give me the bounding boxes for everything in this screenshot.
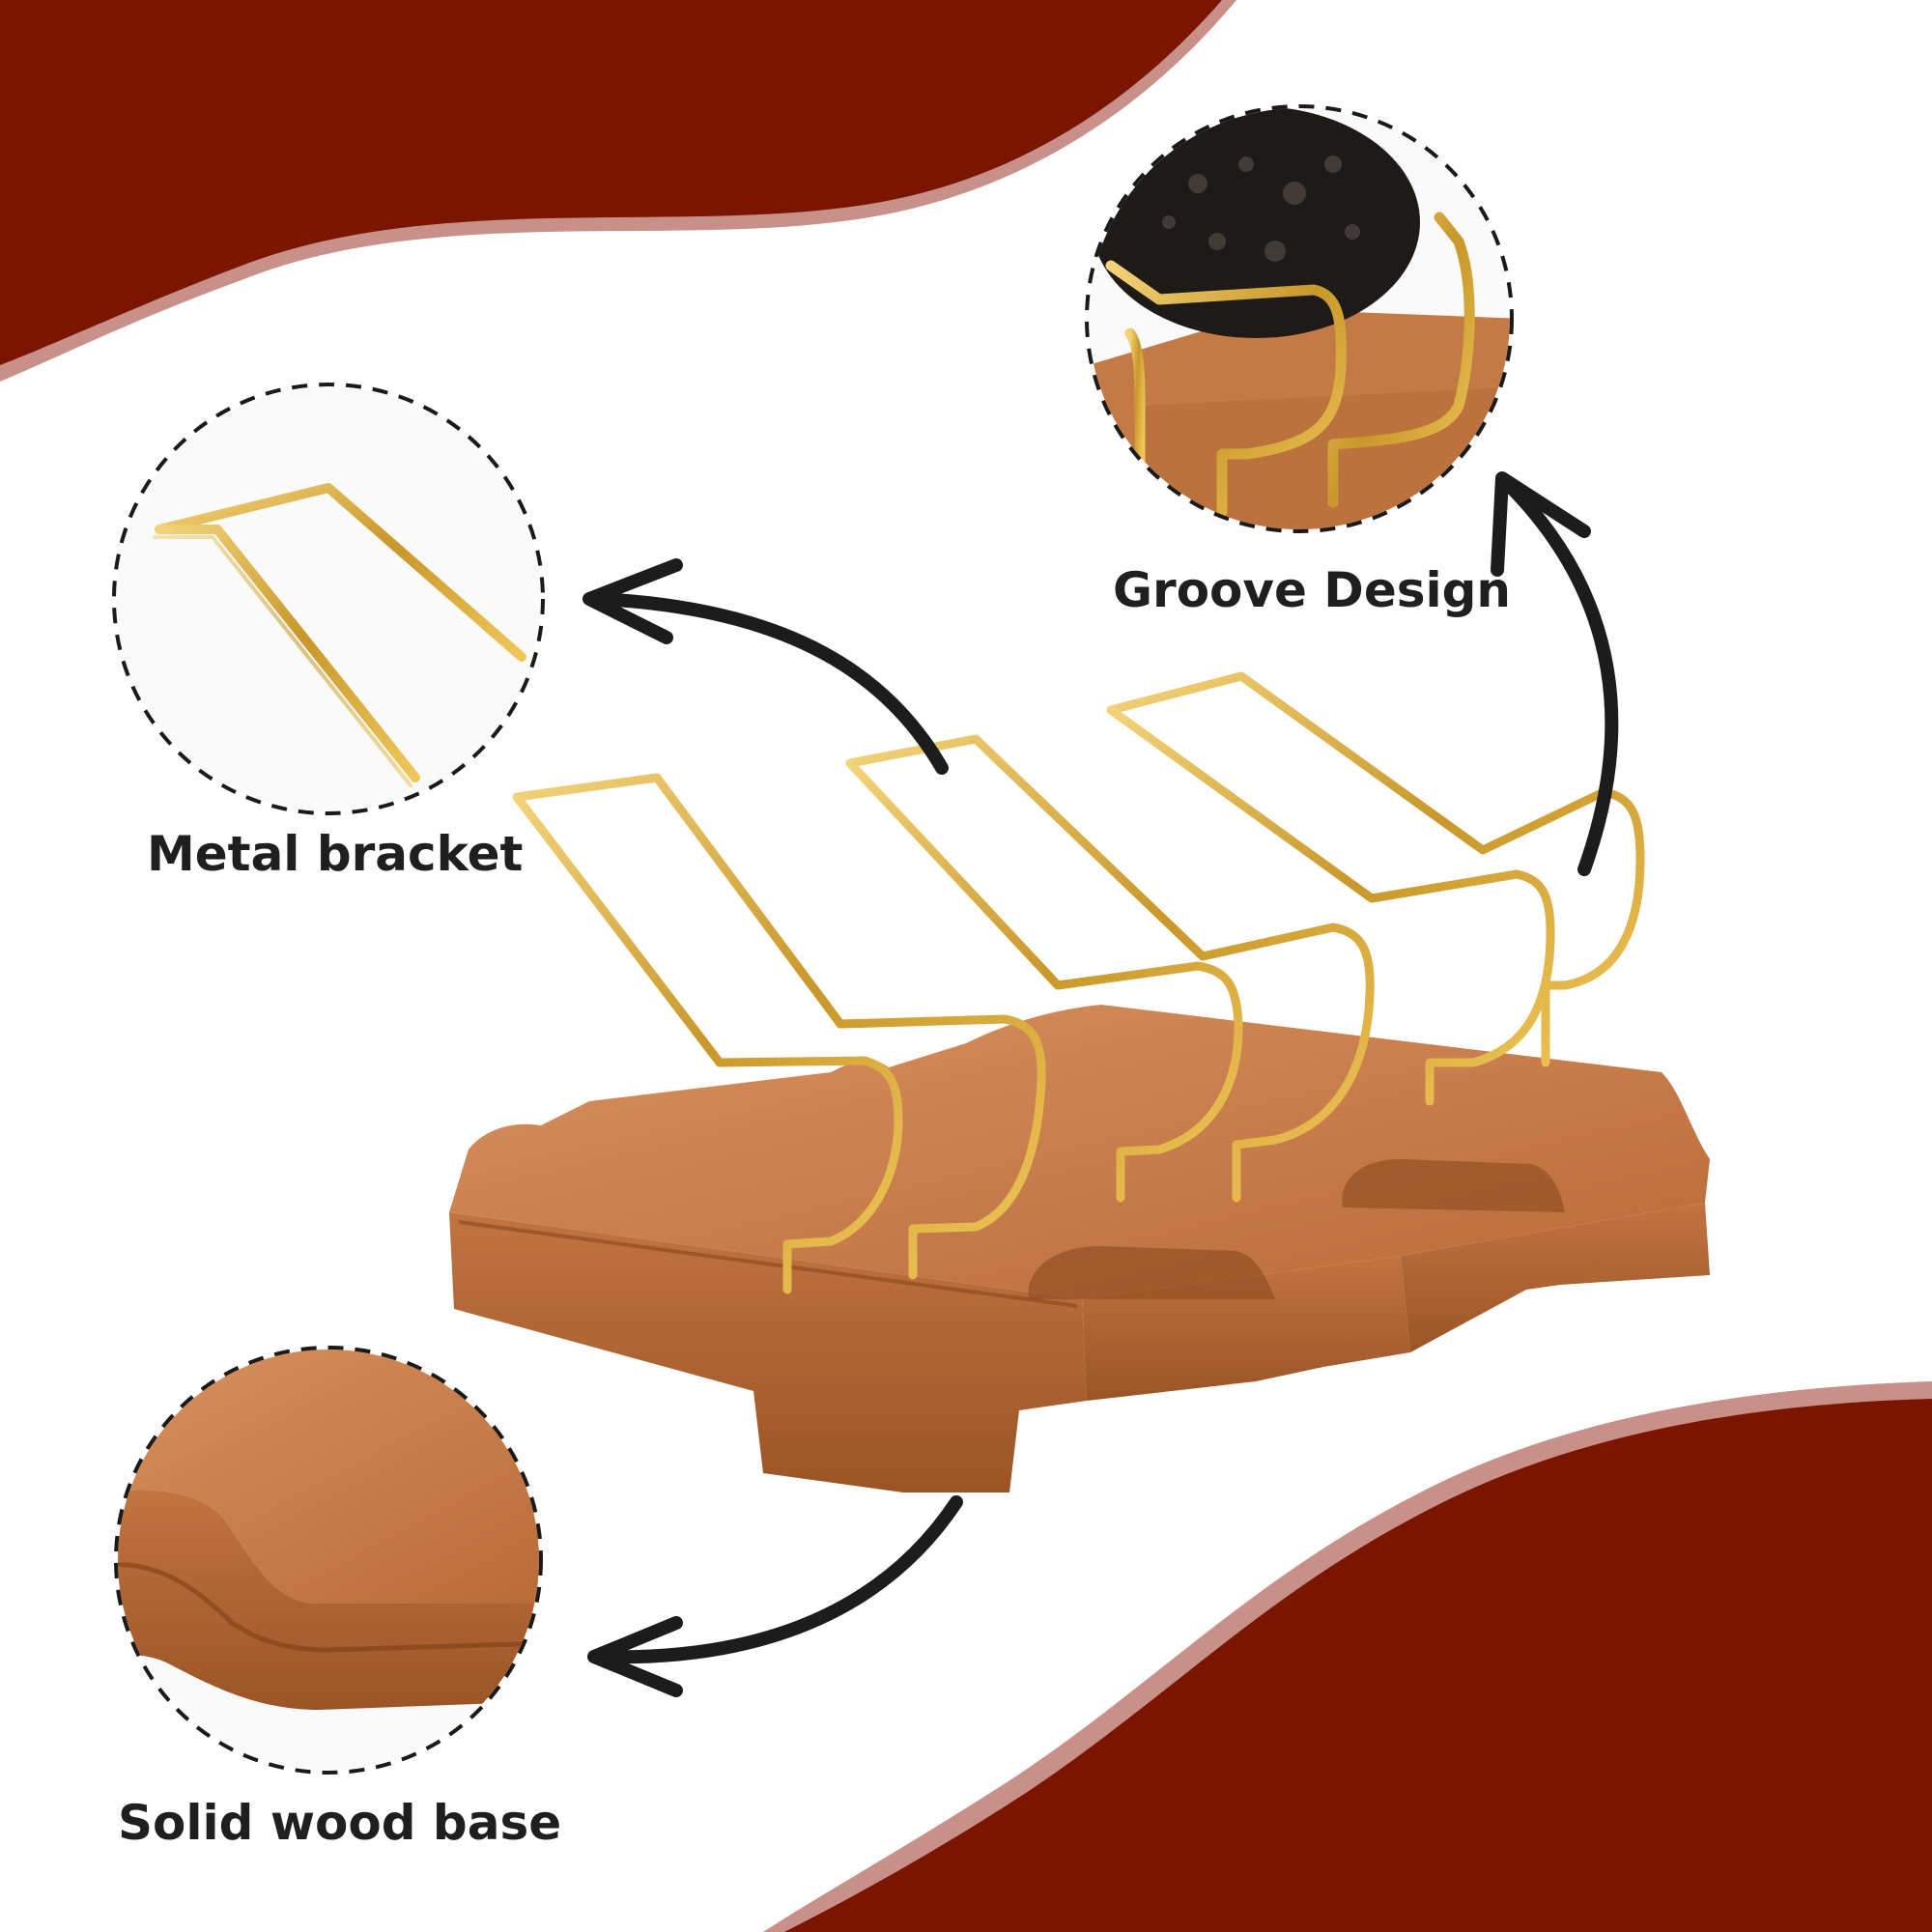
solid-wood-base-circle-border (114, 1346, 543, 1775)
groove-design-label: Groove Design (1113, 562, 1512, 618)
metal-bracket-label: Metal bracket (147, 826, 524, 882)
detail-circle-groove-design (1089, 108, 1510, 529)
detail-circle-solid-wood-base (118, 1350, 539, 1771)
product-wood-base (449, 1005, 1710, 1492)
product-gold-brackets (512, 671, 1645, 1294)
detail-circle-metal-bracket (116, 386, 541, 811)
metal-bracket-circle-border (112, 383, 545, 815)
groove-design-circle-border (1085, 104, 1514, 533)
top-wave (0, 0, 1222, 365)
curved-arrow-icon (587, 1495, 963, 1697)
curved-arrow-icon (582, 558, 949, 775)
curved-arrow-icon (1491, 471, 1619, 876)
bottom-wave (784, 1399, 1932, 1932)
solid-wood-base-label: Solid wood base (118, 1795, 562, 1851)
